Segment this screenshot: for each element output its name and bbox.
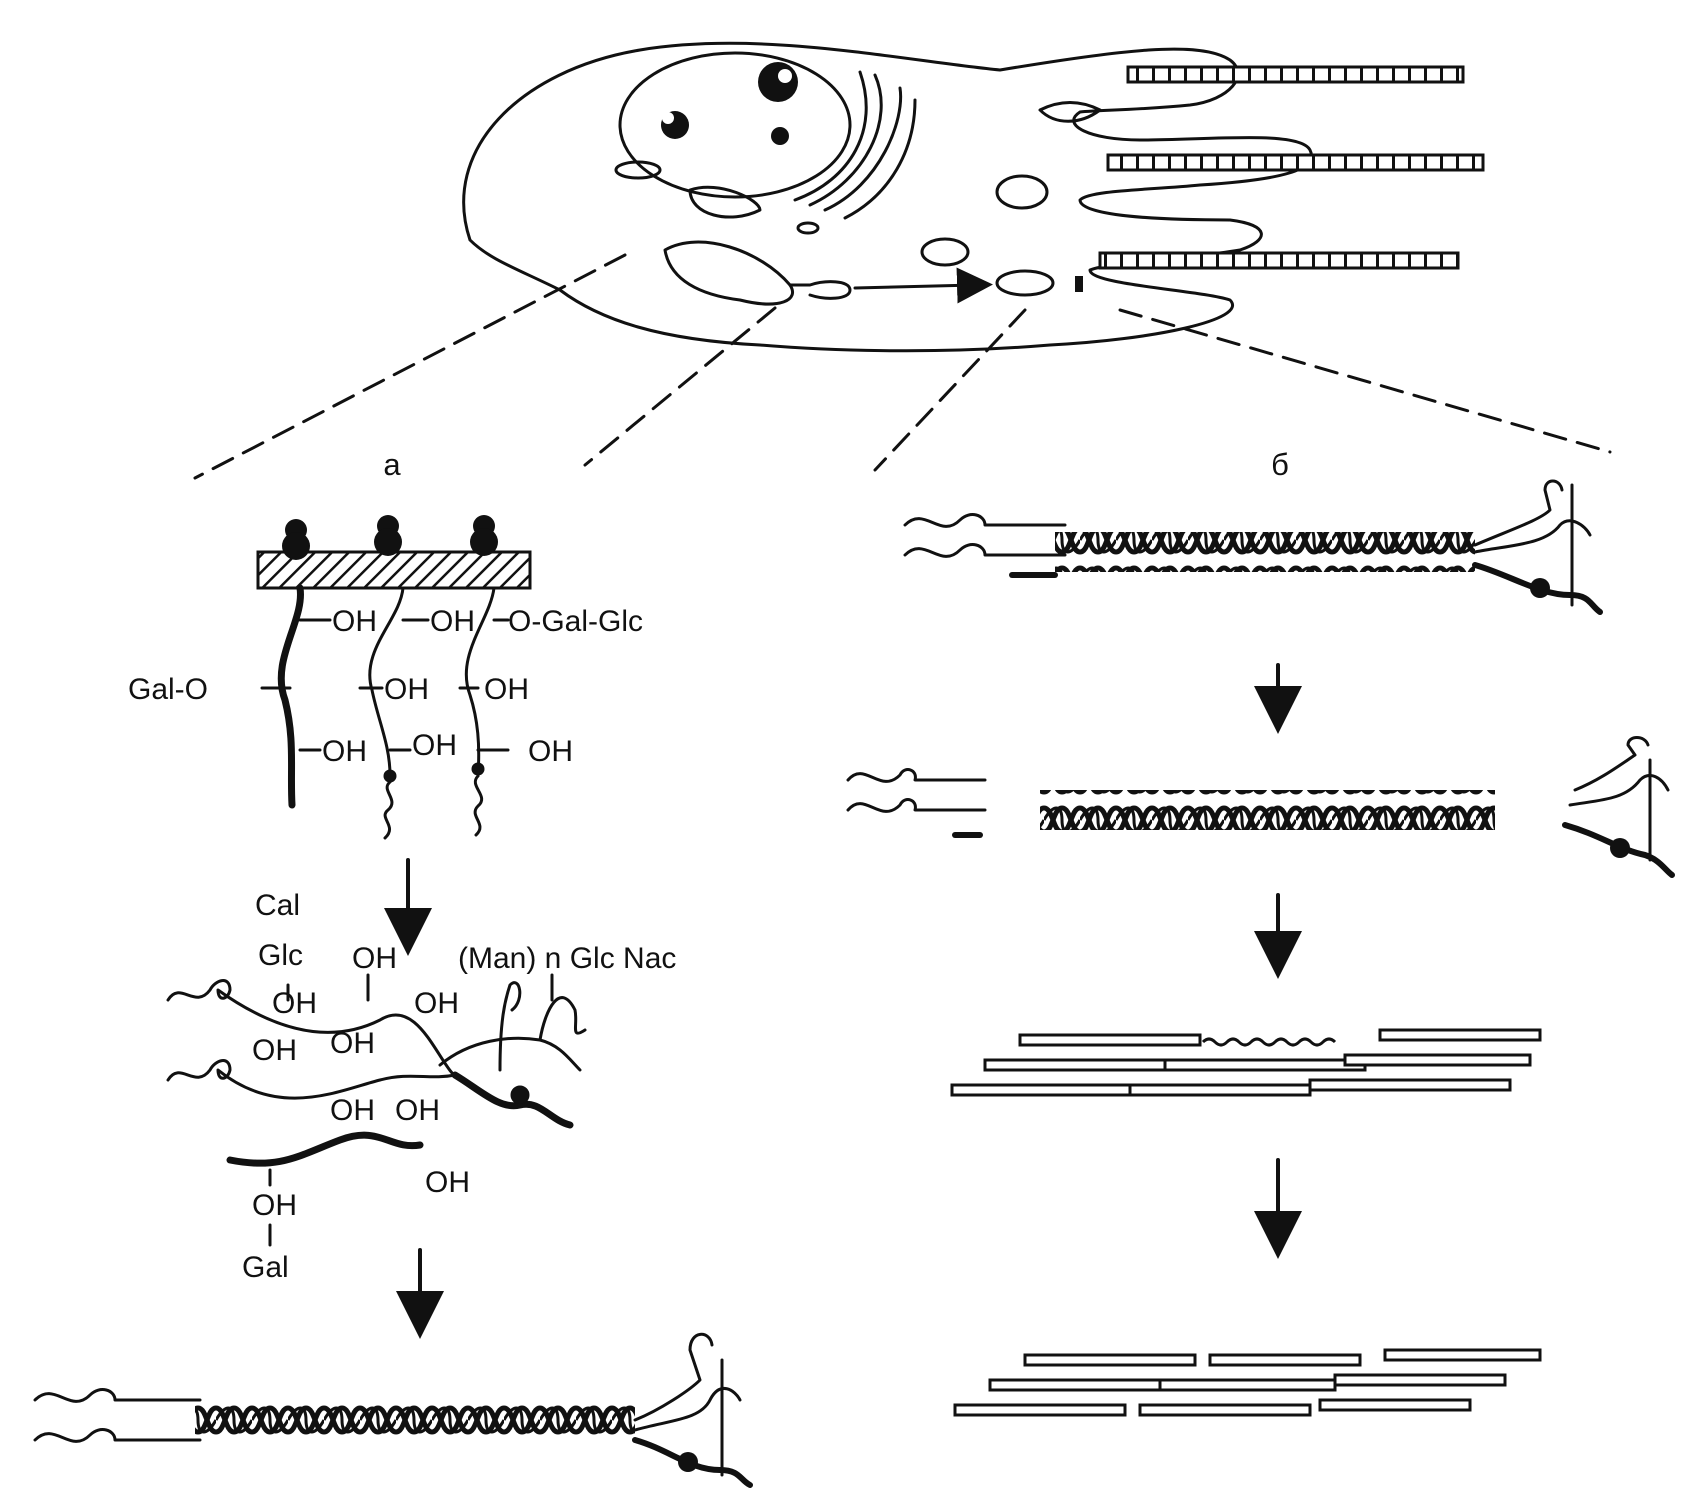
vesicle-marker — [1075, 276, 1083, 292]
label-oh: OH — [430, 605, 475, 638]
secretory-vesicle-3 — [995, 269, 1055, 297]
secretory-vesicle-1 — [788, 280, 852, 300]
golgi-stacks — [793, 70, 917, 220]
cell-membrane — [462, 41, 1313, 353]
procollagen-triple-helix-b — [903, 479, 1603, 615]
label-o-gal-glc: O-Gal-Glc — [508, 605, 643, 638]
label-oh: OH — [322, 735, 367, 768]
small-vesicle — [796, 221, 820, 235]
nucleus — [618, 51, 852, 199]
label-oh: OH — [272, 987, 317, 1020]
projection-lines — [193, 253, 1612, 480]
label-oh: OH — [425, 1166, 470, 1199]
label-oh: OH — [484, 673, 529, 706]
cell — [462, 41, 1485, 353]
label-oh: OH — [384, 673, 429, 706]
mitochondrion-2 — [920, 237, 970, 267]
label-oh: OH — [412, 729, 457, 762]
cleaved-propeptides — [846, 736, 1675, 878]
procollagen-triple-helix-a — [33, 1332, 753, 1488]
label-gal-o: Gal-O — [128, 673, 208, 706]
rough-er — [663, 240, 794, 306]
staggered-molecules — [950, 1028, 1542, 1097]
label-oh: OH — [395, 1094, 440, 1127]
label-oh: OH — [252, 1189, 297, 1222]
label-oh: OH — [330, 1094, 375, 1127]
collagen-fibril-assembly — [953, 1348, 1542, 1417]
label-oh: OH — [352, 942, 397, 975]
procollagen-chains — [260, 584, 510, 840]
label-glc: Glc — [258, 939, 303, 972]
label-oh: OH — [252, 1034, 297, 1067]
nucleoli — [661, 62, 798, 145]
vesicle — [614, 160, 662, 180]
label-oh: OH — [414, 987, 459, 1020]
label-gal: Gal — [242, 1251, 289, 1284]
panel-label-b: б — [1271, 447, 1289, 482]
label-man-n-glc-nac: (Man) n Glc Nac — [458, 942, 676, 975]
transport-arrow — [853, 267, 993, 304]
secretory-vesicle-2 — [1038, 101, 1102, 123]
label-cal: Cal — [255, 889, 300, 922]
mitochondrion-1 — [995, 174, 1049, 210]
membrane-with-ribosomes — [256, 515, 532, 590]
label-oh: OH — [528, 735, 573, 768]
er-fragment — [688, 185, 762, 219]
glycosylated-chains — [166, 973, 587, 1247]
tropocollagen — [1040, 790, 1495, 830]
panel-label-a: а — [383, 447, 401, 482]
label-oh: OH — [332, 605, 377, 638]
collagen-fibrils — [1098, 65, 1485, 270]
